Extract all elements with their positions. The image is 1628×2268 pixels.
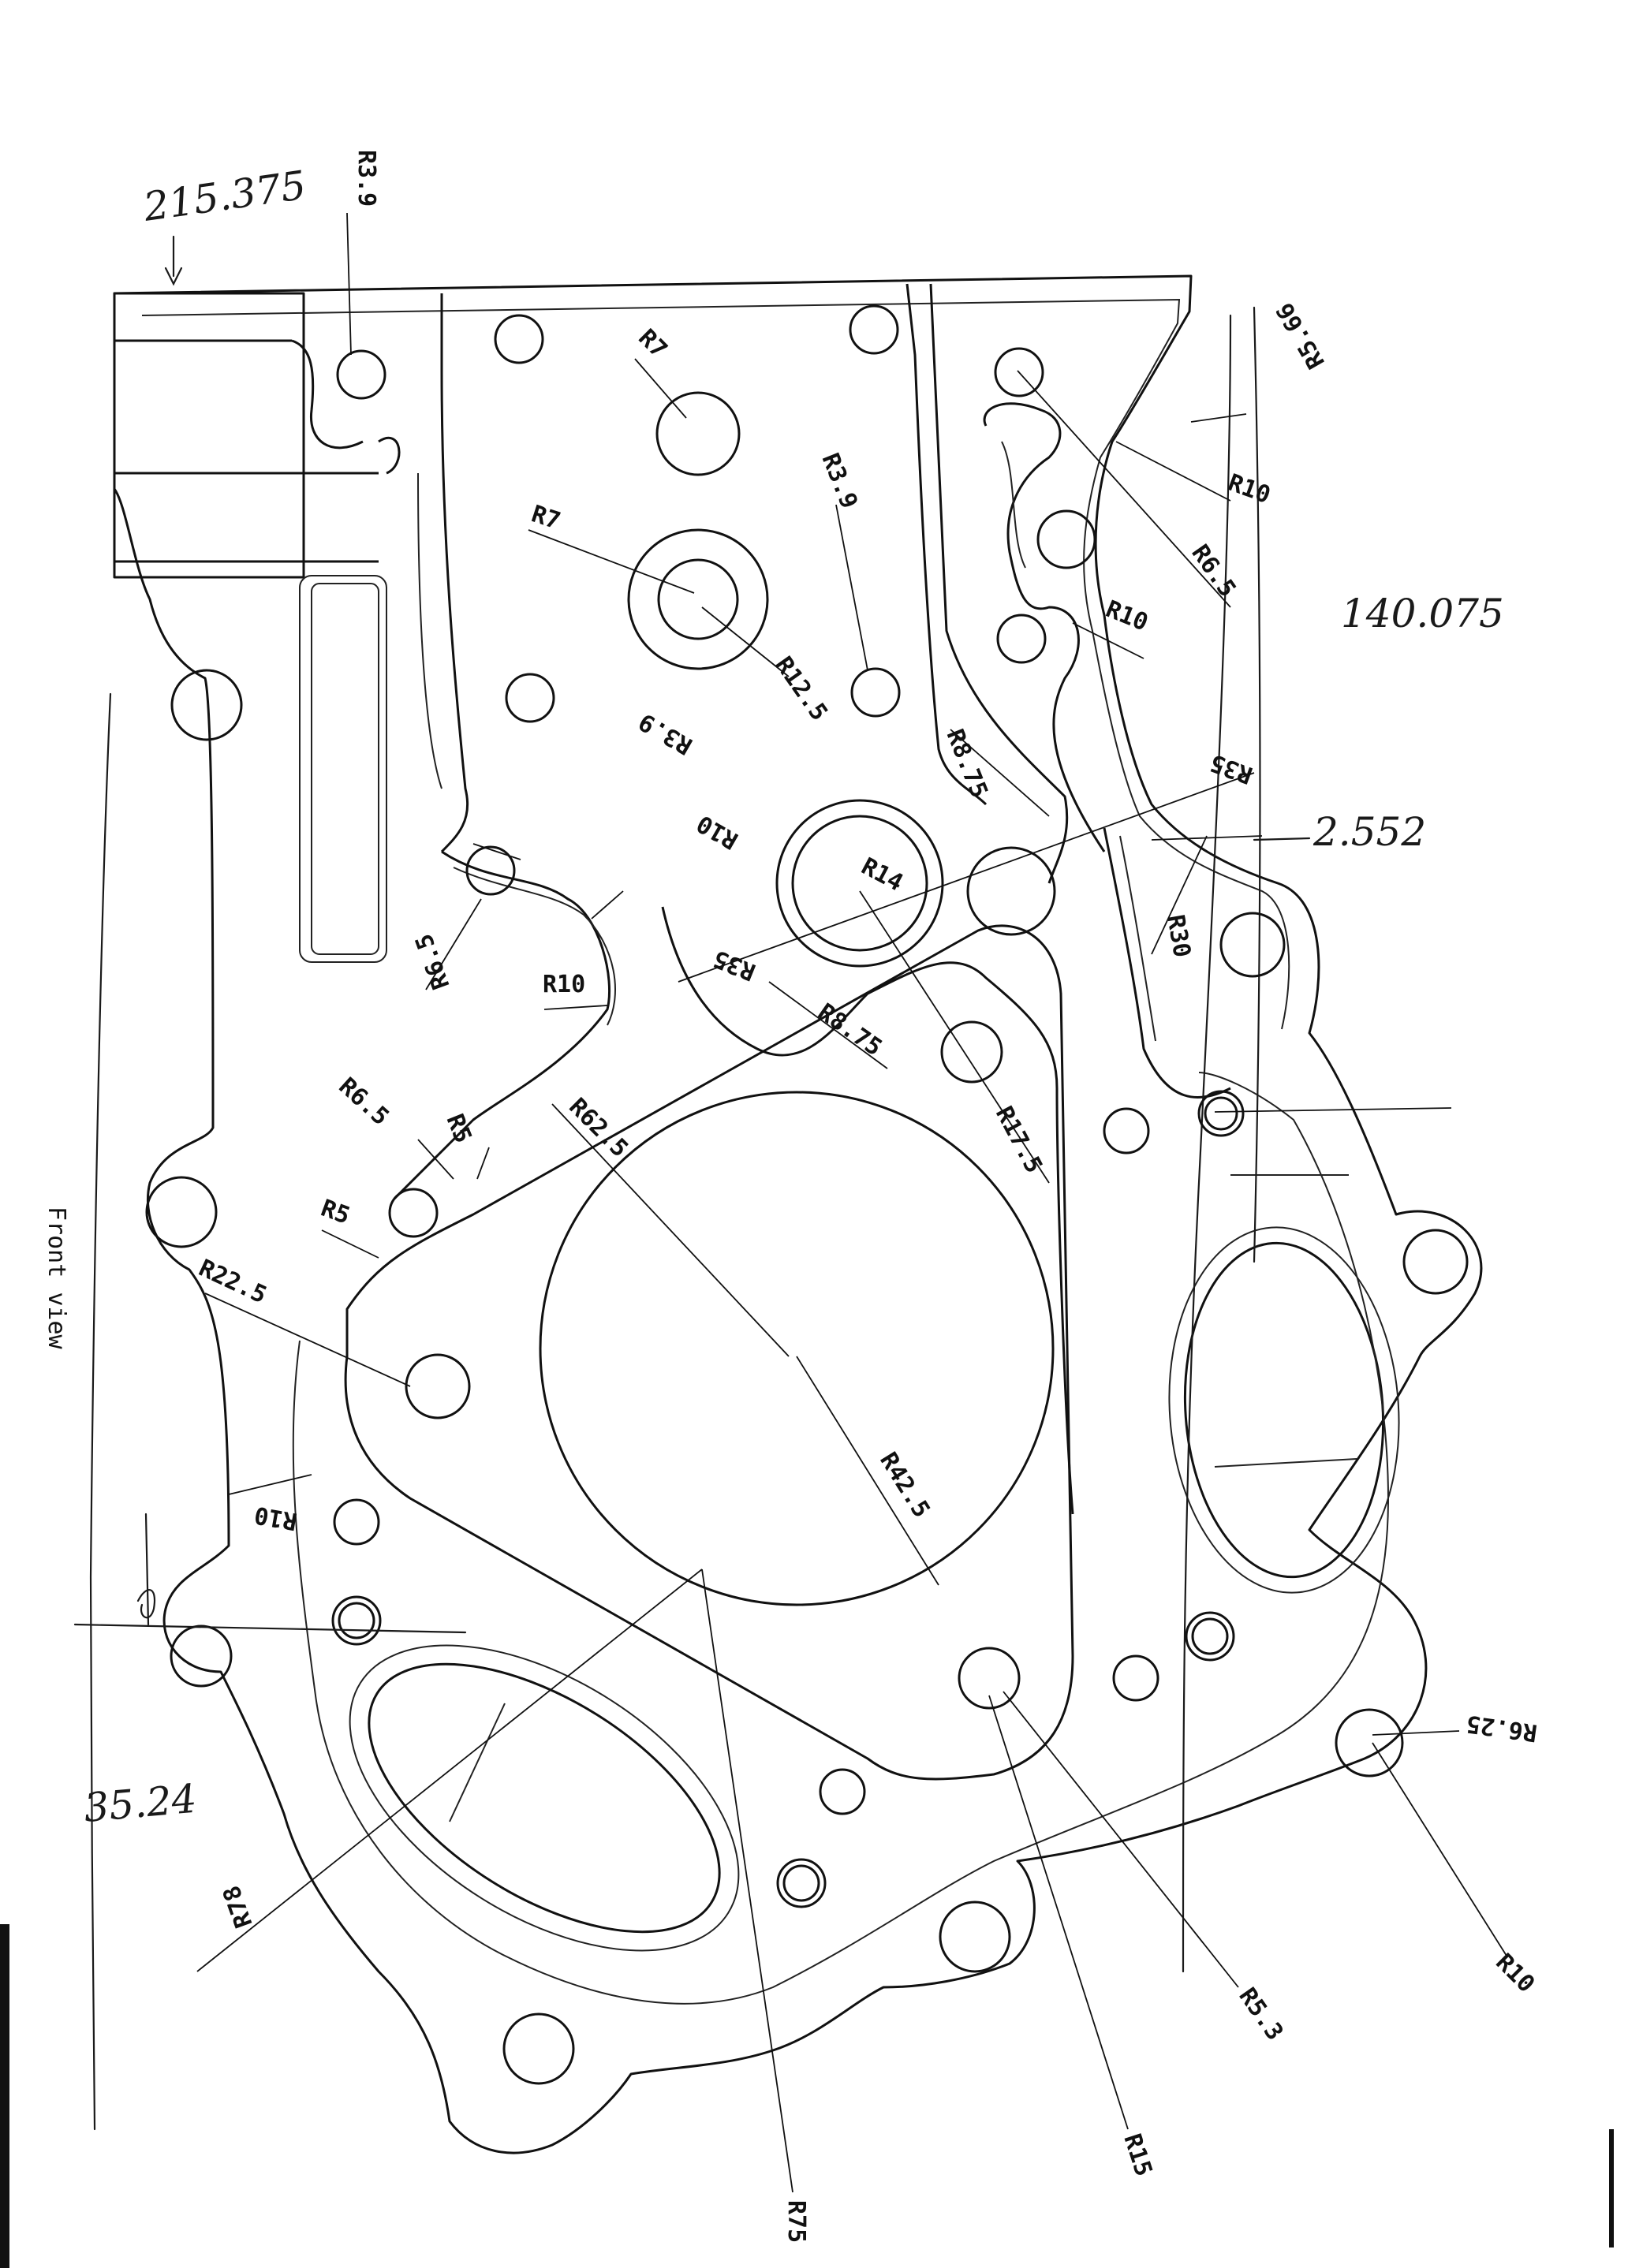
dim-r5-upper: R5 <box>441 1110 477 1147</box>
scan-edge-shadow <box>0 1924 9 2268</box>
dim-r6-25: R6.25 <box>1465 1710 1539 1747</box>
dim-r14: R14 <box>857 852 907 897</box>
dim-r7-upper: R7 <box>633 324 672 364</box>
dim-r6-5-lower-left: R6.5 <box>334 1072 394 1131</box>
leader-lines <box>196 212 1507 2193</box>
upper-ribs <box>393 283 1231 1515</box>
dim-r6-5-right: R6.5 <box>1186 540 1241 602</box>
holes <box>145 304 1469 2085</box>
handwritten-note-2-552: 2.552 <box>1312 809 1426 855</box>
dim-r5-66: R5.66 <box>1271 298 1330 374</box>
right-oval-window <box>1168 1174 1400 1594</box>
dim-r10-right-top: R10 <box>1224 469 1274 509</box>
gasket-line <box>292 1072 1390 2005</box>
dim-r10-left: R10 <box>693 809 743 854</box>
lower-oval-window <box>349 1644 740 1952</box>
dim-r10-mid-left: R10 <box>543 971 585 998</box>
frame-lines <box>89 306 1261 2131</box>
dim-r12-5: R12.5 <box>769 652 832 726</box>
top-left-boss <box>113 292 401 963</box>
dim-r10-right-mid: R10 <box>1102 595 1152 637</box>
dim-r10-lower-left: R10 <box>252 1501 299 1535</box>
dim-r6-5-left: R6.5 <box>410 930 456 993</box>
handwritten-note-35-24: 35.24 <box>82 1776 199 1831</box>
dim-r17-5: R17.5 <box>990 1102 1047 1177</box>
dim-r7-boss: R7 <box>528 500 564 535</box>
handwritten-note-140-075: 140.075 <box>1341 591 1504 636</box>
dim-r5-3: R5.3 <box>1233 1983 1288 2046</box>
dim-r15: R15 <box>1118 2131 1157 2180</box>
dim-r3-9-left: R3.9 <box>634 707 697 759</box>
scan-edge-mark <box>1609 2129 1614 2247</box>
dim-r3-9-mid: R3.9 <box>816 449 864 513</box>
dim-r35-right: R35 <box>1207 748 1256 789</box>
dim-r5-lower: R5 <box>317 1195 353 1230</box>
handwritten-note-215-375: 215.375 <box>140 162 309 230</box>
dim-r30: R30 <box>1161 912 1196 959</box>
central-plate <box>344 924 1074 1781</box>
view-label: Front view <box>43 1207 70 1350</box>
main-bore <box>539 1091 1055 1606</box>
dim-r10-bottom-right: R10 <box>1490 1949 1540 1998</box>
dim-r78: R78 <box>218 1882 258 1931</box>
dim-r8-75-top: R8.75 <box>941 726 993 802</box>
dim-r8-75-lower: R8.75 <box>812 998 887 1061</box>
dim-r75: R75 <box>782 2200 810 2243</box>
dim-r3-9-top: R3.9 <box>353 150 380 207</box>
dim-r35-center: R35 <box>710 944 760 986</box>
part-outline <box>113 274 1483 2154</box>
dim-r42-5: R42.5 <box>874 1448 935 1523</box>
